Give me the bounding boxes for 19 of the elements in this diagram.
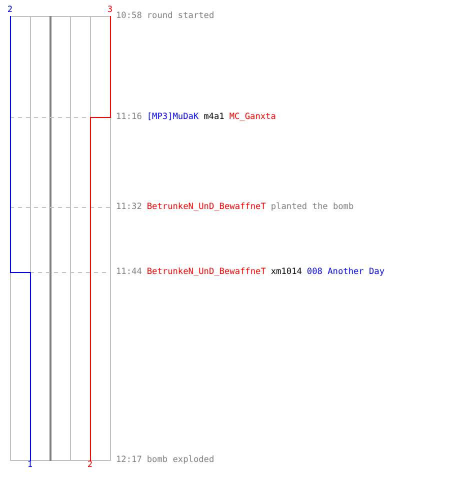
player-count: 3 [107, 5, 113, 15]
player-name: MC_Ganxta [229, 112, 276, 122]
time-label: 10:58 [116, 11, 142, 21]
weapon-name: xm1014 [270, 267, 302, 277]
time-label: 11:16 [116, 112, 142, 122]
player-count: 2 [87, 460, 93, 470]
player-name: BetrunkeN_UnD_BewaffneT [146, 267, 266, 277]
player-name: BetrunkeN_UnD_BewaffneT [146, 202, 266, 212]
player-name: 008 Another Day [306, 267, 385, 277]
player-name: [MP3]MuDaK [146, 112, 199, 122]
event-text: bomb exploded [146, 455, 214, 465]
event-text: round started [146, 11, 214, 21]
time-label: 11:44 [116, 267, 142, 277]
player-count: 1 [27, 460, 33, 470]
event-text: planted the bomb [270, 202, 354, 212]
time-label: 11:32 [116, 202, 142, 212]
time-label: 12:17 [116, 455, 142, 465]
player-count: 2 [7, 5, 13, 15]
weapon-name: m4a1 [204, 112, 224, 122]
